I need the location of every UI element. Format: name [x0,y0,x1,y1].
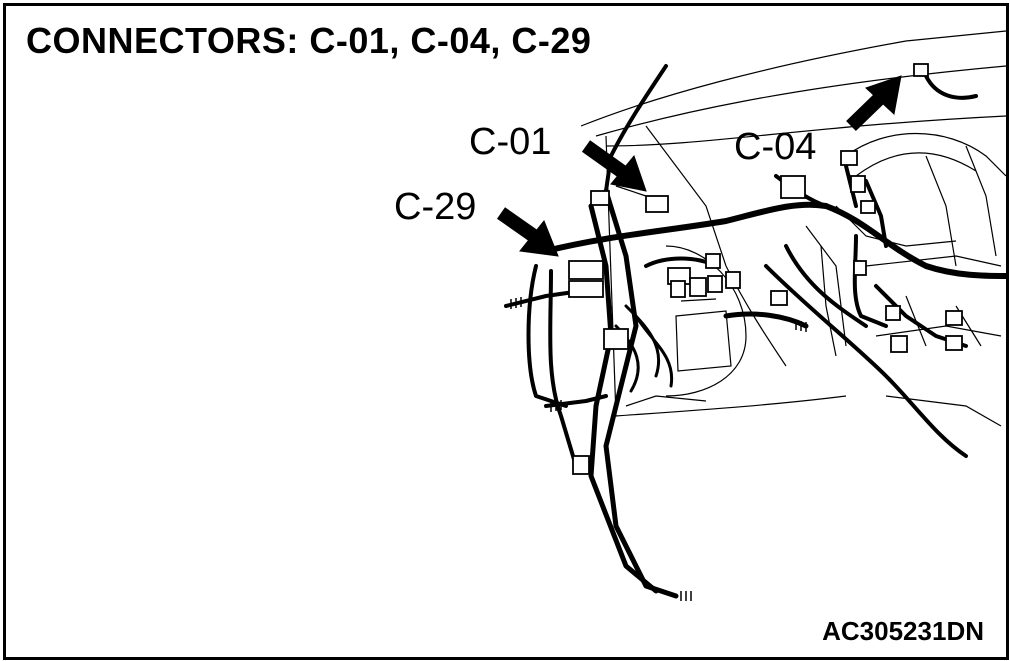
diagram-frame: CONNECTORS: C-01, C-04, C-29 C-01 C-04 C… [3,3,1009,660]
callout-label-c01: C-01 [469,121,552,163]
connector-c01 [645,195,669,213]
wiring-harness-illustration [496,30,1006,601]
callout-arrows [496,75,902,257]
dashboard-outline [580,30,1006,427]
figure-reference-code: AC305231DN [822,616,984,646]
callout-label-c29: C-29 [394,186,477,228]
arrow-c29-icon [496,207,559,257]
arrow-c04-icon [846,75,902,132]
arrow-c01-icon [581,140,647,192]
connector-blocks [568,63,963,475]
diagram-title: CONNECTORS: C-01, C-04, C-29 [26,20,592,61]
callout-label-c04: C-04 [734,126,817,168]
connector-c29-lower [568,280,604,298]
wire-end-ticks [510,297,807,601]
connector-c29-upper [568,260,604,280]
connector-c04 [780,175,806,199]
